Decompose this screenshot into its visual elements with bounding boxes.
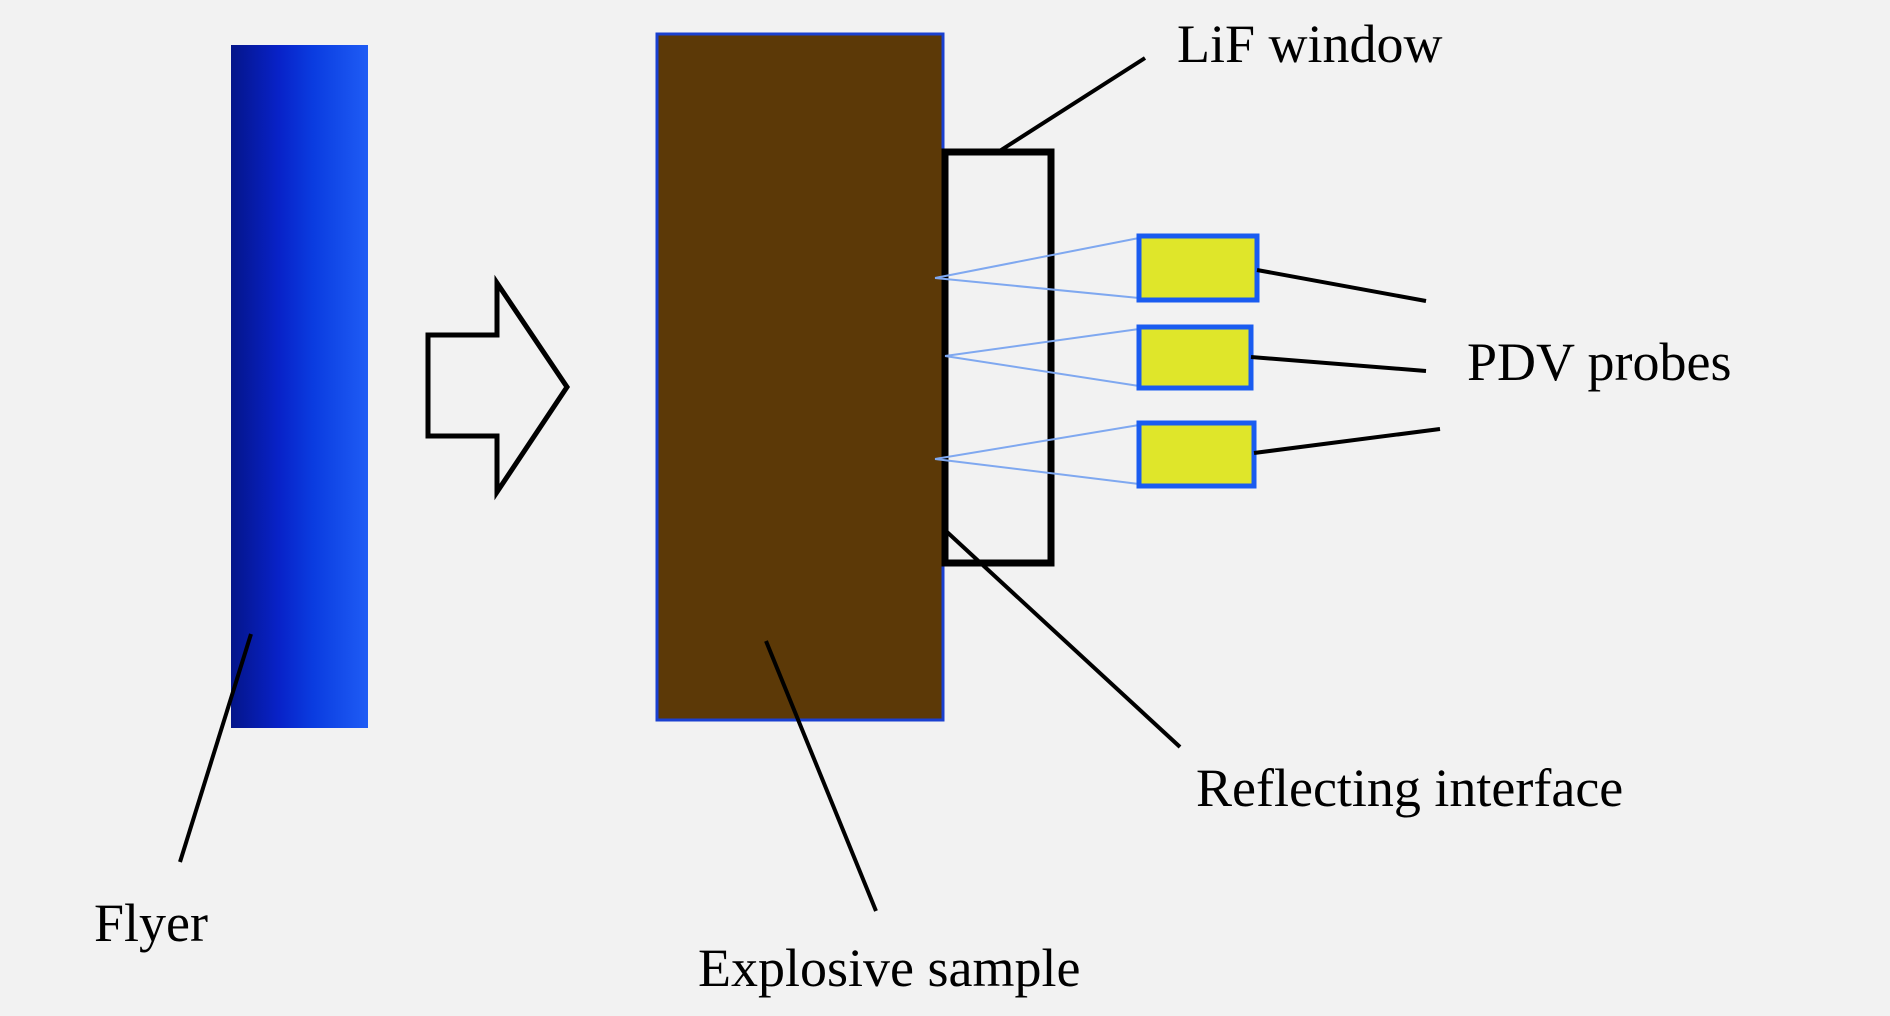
- explosive-sample: [655, 32, 945, 722]
- beam: [934, 277, 1140, 299]
- flyer-label: Flyer: [94, 893, 208, 953]
- beam: [934, 237, 1140, 279]
- probe-leader-line: [1256, 268, 1427, 303]
- pdv-probes-label: PDV probes: [1467, 332, 1732, 392]
- laser-beams: [934, 237, 1140, 485]
- lif-window: [941, 148, 1055, 567]
- pdv-probe-1: [1136, 233, 1260, 303]
- lif-window-label: LiF window: [1177, 14, 1443, 74]
- explosive-sample-leader-line: [764, 640, 878, 912]
- lif-window-leader-line: [996, 56, 1147, 154]
- probe-leader-line: [1253, 427, 1441, 455]
- probe-leader-line: [1250, 355, 1427, 373]
- beam: [944, 328, 1140, 357]
- beam: [934, 458, 1140, 485]
- pdv-probe-3: [1136, 420, 1257, 489]
- flyer: [231, 45, 368, 728]
- flyer-leader-line: [178, 633, 253, 863]
- reflecting-interface-leader-line: [945, 530, 1182, 749]
- explosive-sample-label: Explosive sample: [698, 938, 1080, 998]
- reflecting-interface-label: Reflecting interface: [1196, 758, 1623, 818]
- pdv-probe-2: [1136, 324, 1254, 391]
- beam: [944, 355, 1140, 387]
- impact-arrow-icon: [425, 274, 571, 501]
- beam: [934, 424, 1140, 460]
